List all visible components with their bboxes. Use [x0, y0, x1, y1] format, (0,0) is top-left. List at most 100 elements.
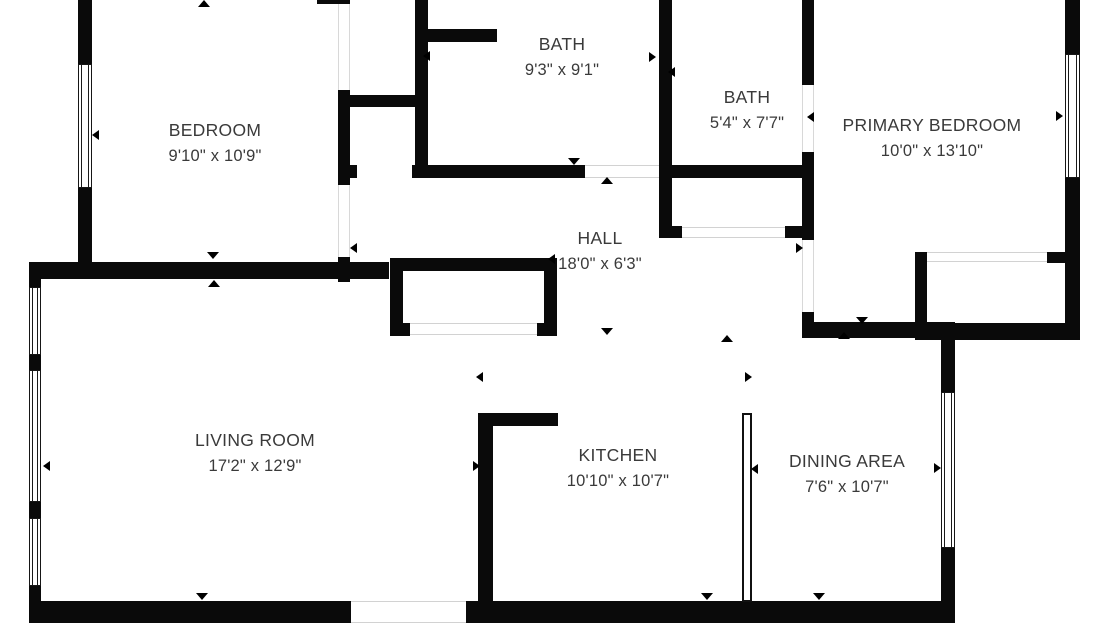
arrow-down-icon: [701, 593, 713, 600]
arrow-up-icon: [198, 0, 210, 7]
room-name: LIVING ROOM: [195, 430, 315, 450]
right-outer-wall-mid: [1065, 177, 1080, 340]
hall-closet-right-wall: [544, 258, 557, 336]
primary-closet-top-stub: [1047, 252, 1080, 263]
room-label-kitchen: KITCHEN 10'10" x 10'7": [567, 442, 669, 494]
room-dimensions: 10'0" x 13'10": [880, 142, 984, 160]
room-dimensions: 7'6" x 10'7": [805, 478, 889, 496]
room-dimensions: 17'2" x 12'9": [208, 457, 302, 475]
arrow-up-icon: [838, 332, 850, 339]
room-name: BATH: [538, 34, 586, 54]
living-left-wall-mid1: [29, 354, 41, 371]
bath1-door-opening: [585, 165, 659, 178]
hall-closet-top-wall: [390, 258, 557, 271]
arrow-right-icon: [745, 372, 752, 382]
bath2-left-wall-stub: [672, 226, 682, 238]
bottom-wall-right: [466, 601, 955, 623]
right-outer-wall-top: [1065, 0, 1080, 56]
bath2-bottom-wall: [659, 165, 814, 178]
bath1-left-wall: [415, 0, 428, 178]
room-name: HALL: [577, 228, 623, 248]
room-name: BATH: [723, 87, 771, 107]
arrow-left-icon: [476, 372, 483, 382]
living-room-top-wall: [29, 262, 389, 279]
primary-left-wall-c: [802, 312, 814, 338]
room-name: PRIMARY BEDROOM: [842, 115, 1022, 135]
bath2-closet-door-opening: [682, 227, 785, 238]
room-label-bedroom: BEDROOM 9'10" x 10'9": [168, 117, 261, 169]
bedroom-right-wall-stub: [350, 165, 357, 178]
arrow-right-icon: [1056, 111, 1063, 121]
front-door-opening: [351, 601, 466, 623]
living-left-wall-mid2: [29, 501, 41, 519]
kitchen-counter: [742, 413, 752, 602]
bath2-left-wall: [659, 0, 672, 238]
primary-bedroom-door-opening: [802, 240, 814, 312]
primary-closet-left-wall: [915, 252, 927, 337]
bath2-closet-stub-right: [785, 226, 803, 238]
arrow-left-icon: [668, 67, 675, 77]
arrow-down-icon: [856, 317, 868, 324]
arrow-down-icon: [568, 158, 580, 165]
bath1-bottom-wall: [412, 165, 585, 178]
bedroom-closet-divider-wall: [338, 95, 428, 107]
hall-closet-left-wall: [390, 258, 403, 336]
arrow-right-icon: [934, 463, 941, 473]
arrow-left-icon: [92, 130, 99, 140]
arrow-up-icon: [721, 335, 733, 342]
arrow-left-icon: [751, 464, 758, 474]
primary-closet-bottom-wall: [915, 323, 1080, 340]
bedroom-closet-door-opening: [338, 4, 350, 90]
bedroom-right-wall-bottom: [338, 257, 350, 282]
room-label-dining-area: DINING AREA 7'6" x 10'7": [789, 448, 905, 500]
arrow-right-icon: [796, 243, 803, 253]
bath1-tub-stub: [427, 29, 497, 42]
room-dimensions: 9'3" x 9'1": [524, 61, 600, 79]
living-left-wall-top: [29, 262, 41, 288]
primary-closet-door-opening: [927, 252, 1047, 262]
arrow-left-icon: [350, 243, 357, 253]
living-room-window-2: [29, 370, 41, 502]
arrow-down-icon: [601, 328, 613, 335]
room-label-hall: HALL 18'0" x 6'3": [558, 225, 642, 277]
arrow-left-icon: [807, 112, 814, 122]
bedroom-right-wall-mid: [338, 90, 350, 185]
arrow-up-icon: [208, 280, 220, 287]
arrow-down-icon: [813, 593, 825, 600]
bedroom-door-opening: [338, 185, 350, 257]
hall-closet-stub-right: [537, 323, 557, 336]
kitchen-left-wall: [478, 413, 493, 623]
room-label-primary-bedroom: PRIMARY BEDROOM 10'0" x 13'10": [843, 112, 1022, 164]
living-room-window-1: [29, 287, 41, 355]
arrow-left-icon: [43, 461, 50, 471]
bedroom-right-wall-top: [338, 0, 350, 4]
arrow-left-icon: [548, 254, 555, 264]
room-name: BEDROOM: [168, 120, 262, 140]
arrow-right-icon: [473, 461, 480, 471]
arrow-down-icon: [196, 593, 208, 600]
bedroom-left-wall-top: [78, 0, 92, 66]
room-label-living-room: LIVING ROOM 17'2" x 12'9": [195, 427, 315, 479]
dining-right-wall-bottom: [941, 547, 955, 623]
room-name: KITCHEN: [578, 445, 658, 465]
room-dimensions: 18'0" x 6'3": [558, 255, 642, 273]
bedroom-closet-top-stub: [317, 0, 345, 4]
room-name: DINING AREA: [788, 451, 906, 471]
room-dimensions: 10'10" x 10'7": [566, 472, 670, 490]
arrow-right-icon: [649, 52, 656, 62]
room-dimensions: 9'10" x 10'9": [168, 147, 262, 165]
bottom-wall-left: [29, 601, 351, 623]
room-label-bath-1: BATH 9'3" x 9'1": [525, 31, 599, 83]
room-dimensions: 5'4" x 7'7": [709, 114, 785, 132]
bedroom-left-wall-bottom: [78, 186, 92, 266]
hall-closet-stub-left: [390, 323, 410, 336]
kitchen-top-wall: [478, 413, 558, 426]
living-room-window-3: [29, 518, 41, 586]
arrow-up-icon: [601, 177, 613, 184]
hall-closet-door-opening: [410, 323, 537, 335]
primary-left-wall-a: [802, 0, 814, 85]
dining-area-window: [941, 392, 955, 548]
bedroom-window: [78, 64, 92, 188]
dining-right-wall-top: [941, 337, 955, 394]
